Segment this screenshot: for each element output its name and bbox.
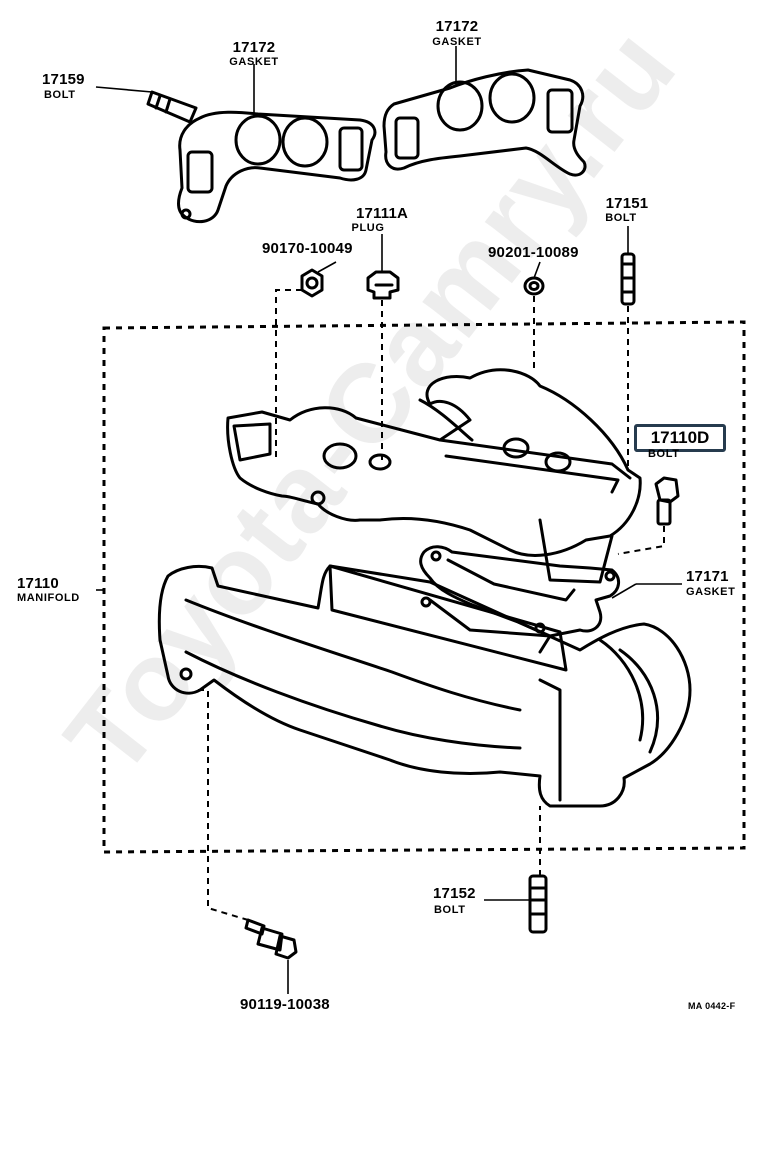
bolt-17151-name: BOLT <box>605 212 637 224</box>
gasket-left-illustration <box>177 110 377 224</box>
manifold-number: 17110 <box>17 575 59 592</box>
highlighted-part-number[interactable]: 17110D <box>634 424 726 452</box>
washer-number: 90201-10089 <box>488 244 579 261</box>
gasket-17171-name: GASKET <box>686 586 736 598</box>
gasket-right-name: GASKET <box>432 36 482 48</box>
bolt-90119-illustration <box>244 918 298 960</box>
gasket-left-number: 17172 <box>232 39 276 56</box>
bolt-17152-illustration <box>528 874 548 934</box>
bolt-17151-illustration <box>620 252 636 306</box>
bolt-17159-illustration <box>146 90 198 124</box>
manifold-assembly-frame <box>102 320 746 854</box>
gasket-left-name: GASKET <box>229 56 279 68</box>
gasket-right-number: 17172 <box>435 18 479 35</box>
solid-leaders <box>95 46 682 994</box>
washer-illustration <box>523 276 545 296</box>
plug-number: 17111A <box>355 205 409 222</box>
bolt-17159-number: 17159 <box>42 71 85 88</box>
bolt-17152-name: BOLT <box>434 904 466 916</box>
bolt-17110d-illustration <box>654 476 680 526</box>
nut-number: 90170-10049 <box>262 240 353 257</box>
dashed-leaders <box>198 289 665 921</box>
bolt-17151-number: 17151 <box>605 195 649 212</box>
nut-illustration <box>300 268 324 298</box>
diagram-code: MA 0442-F <box>688 1001 736 1011</box>
gasket-right-illustration <box>382 68 587 177</box>
exhaust-manifold-illustration <box>157 564 692 808</box>
gasket-17171-number: 17171 <box>686 568 729 585</box>
bolt-17152-number: 17152 <box>433 885 476 902</box>
manifold-name: MANIFOLD <box>17 592 80 604</box>
plug-illustration <box>366 270 400 300</box>
bolt-17110d-name-fragment: BOLT <box>648 448 680 460</box>
intake-manifold-illustration <box>226 368 642 584</box>
plug-name: PLUG <box>351 222 385 234</box>
bolt-17159-name: BOLT <box>44 89 76 101</box>
bolt-90119-number: 90119-10038 <box>240 996 330 1013</box>
